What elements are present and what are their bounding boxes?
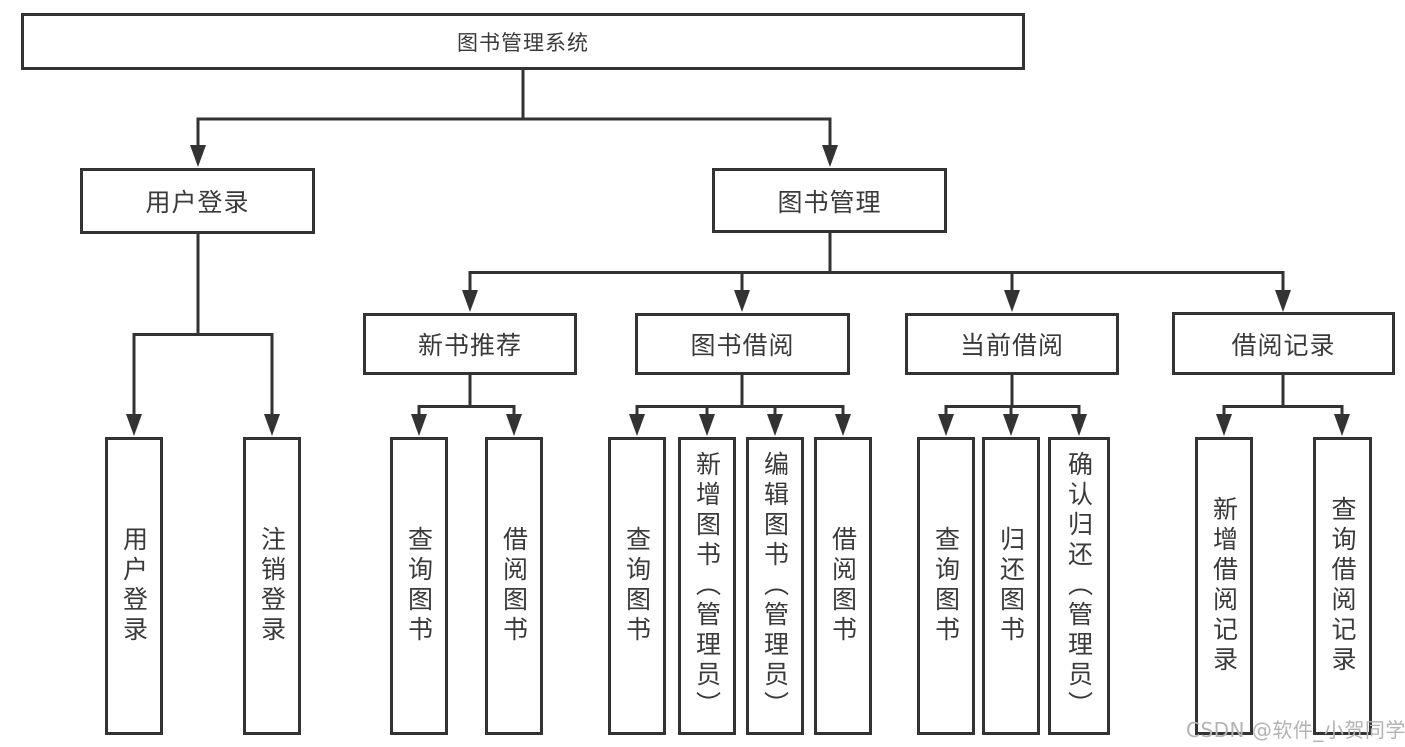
node-book-borrowing: 图书借阅 — [635, 313, 850, 375]
node-leaf-add-book-admin: 新增图书（管理员） — [678, 437, 736, 735]
node-current-borrowing: 当前借阅 — [905, 313, 1119, 375]
connector-stems — [132, 70, 1344, 418]
node-leaf-query-borrow-record: 查询借阅记录 — [1313, 437, 1372, 735]
node-leaf-add-borrow-record: 新增借阅记录 — [1195, 437, 1253, 735]
node-leaf-return-books: 归还图书 — [982, 437, 1040, 735]
node-leaf-recommend-query-books: 查询图书 — [390, 437, 448, 735]
arrowheads — [126, 145, 1350, 436]
node-leaf-logout: 注销登录 — [243, 437, 301, 735]
node-leaf-borrow-books: 借阅图书 — [814, 437, 872, 735]
node-leaf-current-query-books: 查询图书 — [917, 437, 975, 735]
node-book-management: 图书管理 — [712, 168, 947, 233]
node-leaf-borrowing-query-books: 查询图书 — [608, 437, 666, 735]
node-leaf-confirm-return-admin: 确认归还（管理员） — [1048, 437, 1110, 735]
node-leaf-recommend-borrow-books: 借阅图书 — [485, 437, 543, 735]
csdn-watermark: CSDN @软件_小贺同学 — [1186, 718, 1405, 742]
node-library-management-system: 图书管理系统 — [21, 13, 1025, 70]
node-leaf-user-login: 用户登录 — [105, 437, 163, 735]
node-user-login: 用户登录 — [80, 168, 315, 234]
node-new-book-recommendation: 新书推荐 — [363, 313, 577, 375]
node-borrowing-records: 借阅记录 — [1172, 312, 1395, 375]
node-leaf-edit-book-admin: 编辑图书（管理员） — [746, 437, 804, 735]
